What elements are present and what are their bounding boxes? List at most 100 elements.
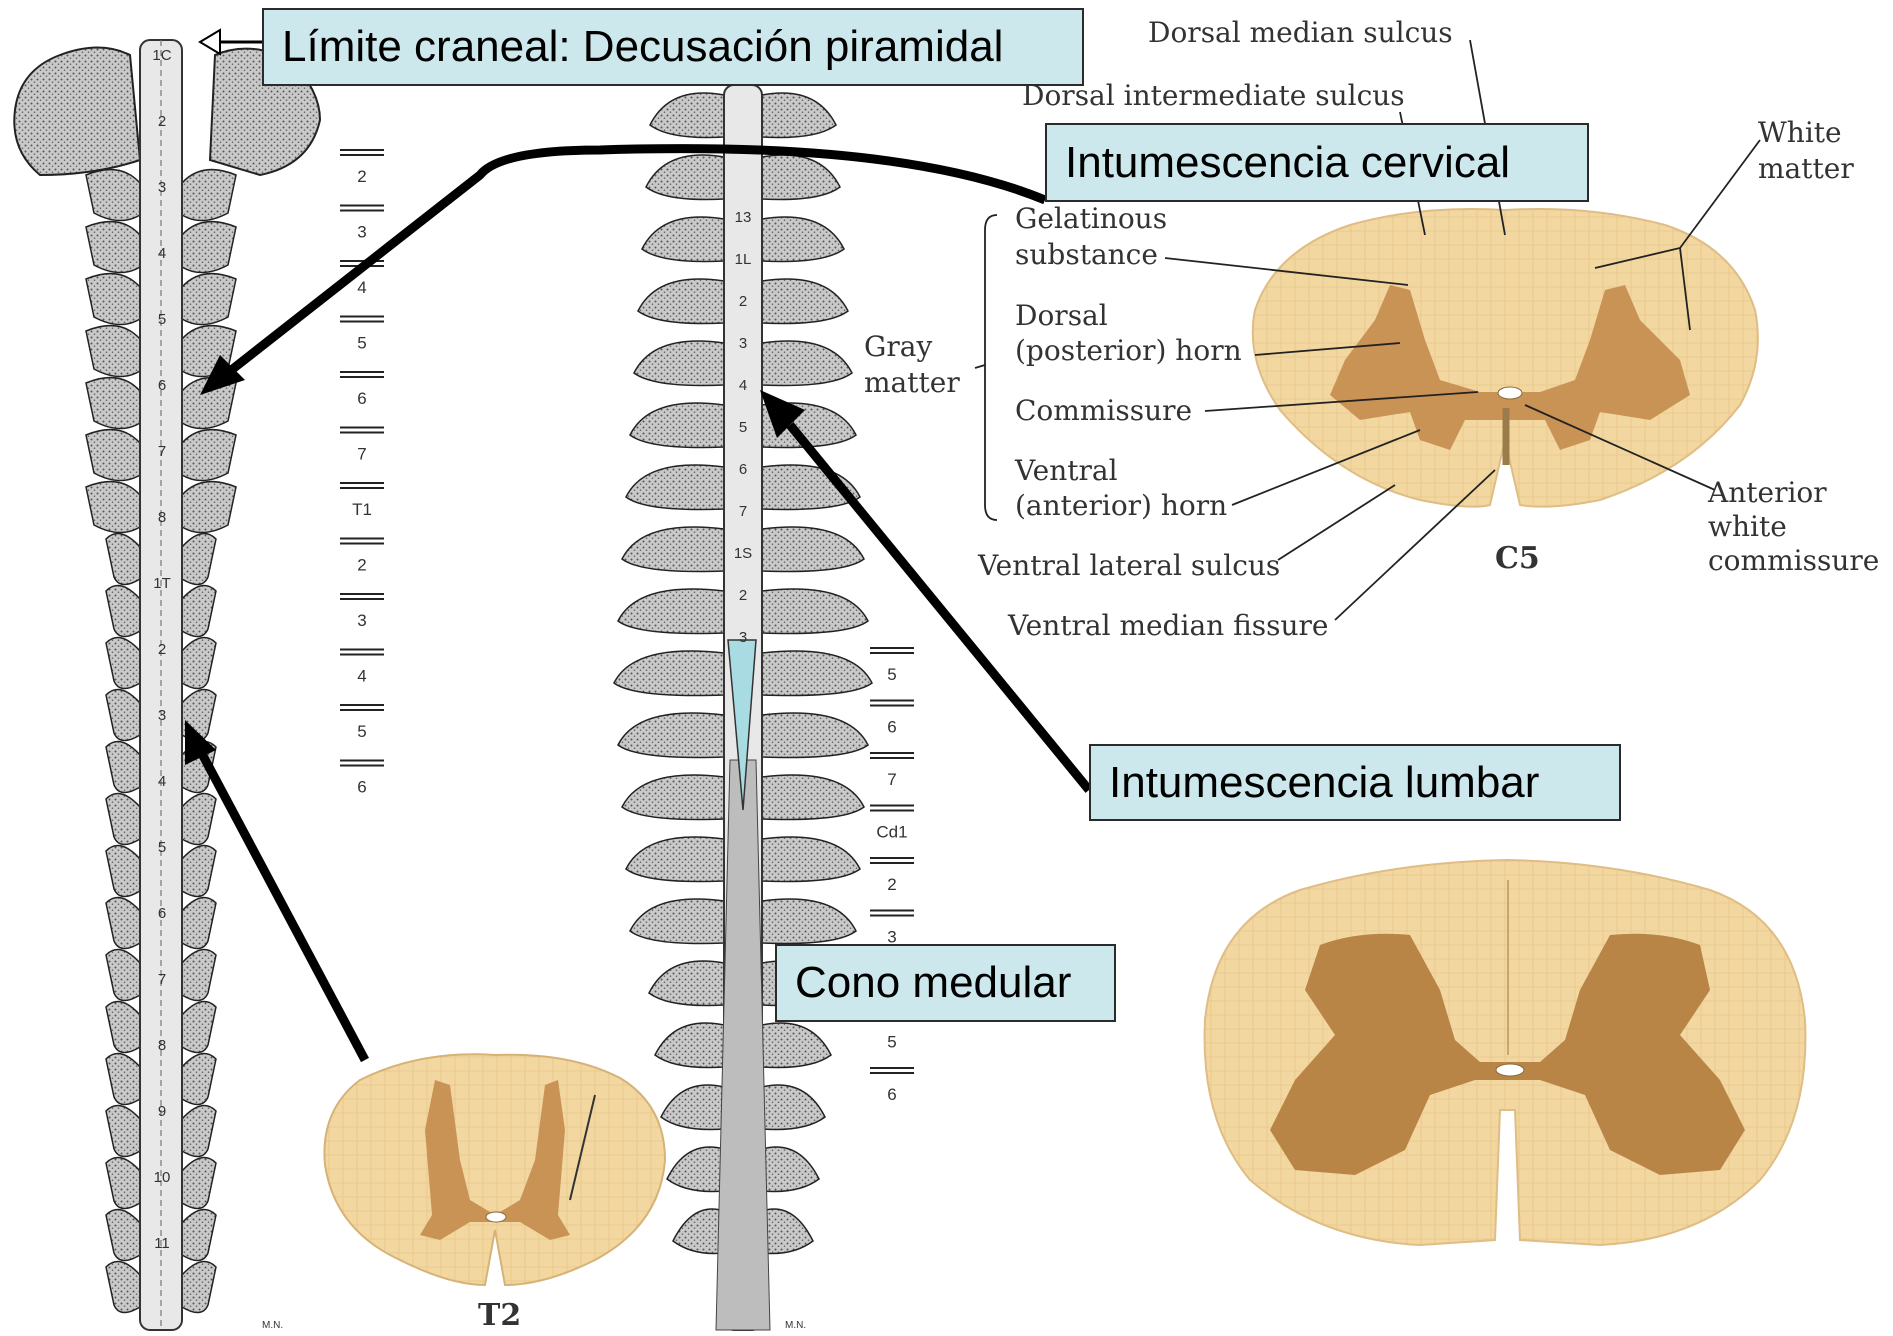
vertebra-left-half [661, 1085, 724, 1130]
vertebra-left-half [106, 586, 140, 637]
vertebra-left-half [86, 378, 140, 429]
lumbar-white-matter [1205, 860, 1806, 1245]
callout-cervical-enlargement: Intumescencia cervical [1045, 123, 1589, 202]
cord-segment-label: 10 [154, 1169, 171, 1186]
vertebra-left-half [106, 534, 140, 585]
vertebra-right-half [182, 482, 236, 533]
svg-text:Ventral lateral sulcus: Ventral lateral sulcus [977, 549, 1280, 582]
vertebra-right-half [762, 899, 856, 944]
vertebra-left-half [634, 341, 724, 386]
vertebra-right-half [182, 1106, 216, 1157]
vertebra-right-half [762, 155, 840, 200]
vertebra-right-half [762, 93, 836, 138]
svg-text:Gelatinous substance: Gelatinous substance [1015, 202, 1176, 271]
c5-title: C5 [1495, 541, 1540, 576]
cord-segment-label: 6 [158, 377, 166, 394]
vertebra-left-half [638, 279, 724, 324]
vertebra-left-half [618, 713, 724, 758]
scale-label: 6 [357, 778, 366, 797]
label-dorsal-horn-1: Dorsal [1015, 299, 1108, 332]
vertebra-right-half [182, 430, 236, 481]
cord-segment-label: 7 [739, 503, 747, 520]
vertebra-left-half [106, 742, 140, 793]
vertebra-right-half [182, 1002, 216, 1053]
middle-signature: M.N. [785, 1320, 806, 1331]
label-gelatinous-2: substance [1015, 238, 1158, 271]
vertebra-left-half [618, 589, 724, 634]
cord-segment-label: 4 [158, 773, 166, 790]
svg-text:Gray matter: Gray matter [864, 330, 960, 399]
svg-text:Dorsal (posterior) horn: Dorsal (posterior) horn [1015, 299, 1242, 367]
scale-label: 6 [887, 1085, 896, 1104]
vertebra-left-half [626, 837, 724, 882]
vertebra-right-half [762, 1209, 813, 1254]
vertebra-right-half [182, 534, 216, 585]
vertebra-right-half [182, 846, 216, 897]
vertebra-left-half [106, 1002, 140, 1053]
cord-segment-label: 5 [739, 419, 747, 436]
scale-label: 4 [357, 278, 366, 297]
vertebra-left-half [106, 1106, 140, 1157]
vertebra-right-half [762, 837, 860, 882]
vertebra-right-half [182, 638, 216, 689]
cord-segment-label: 7 [158, 971, 166, 988]
vertebra-right-half [182, 1054, 216, 1105]
scale-label: 6 [357, 389, 366, 408]
vertebra-right-half [762, 589, 868, 634]
arrow-t2-to-cord [200, 750, 365, 1060]
cord-segment-label: 3 [739, 629, 747, 646]
left-spine-illustration: 1C23456781T234567891011 M.N. [14, 40, 320, 1331]
callout-lumbar-enlargement: Intumescencia lumbar [1089, 744, 1621, 821]
scale-label: 5 [357, 334, 366, 353]
cord-segment-label: 1L [735, 251, 752, 268]
label-gray-matter-2: matter [864, 366, 960, 399]
cord-segment-label: 8 [158, 1037, 166, 1054]
vertebra-left-half [106, 950, 140, 1001]
vertebra-right-half [182, 1210, 216, 1261]
label-ventral-lateral-sulcus: Ventral lateral sulcus [977, 549, 1280, 582]
vertebra-left-half [649, 961, 724, 1006]
scale-label: 6 [887, 718, 896, 737]
vertebra-left-half [106, 1210, 140, 1261]
vertebra-right-half [182, 1158, 216, 1209]
cord-segment-label: 4 [739, 377, 747, 394]
label-ventral-horn-2: (anterior) horn [1015, 489, 1227, 522]
label-ventral-median-fissure: Ventral median fissure [1007, 609, 1328, 642]
cord-segment-label: 3 [158, 179, 166, 196]
cord-segment-label: 7 [158, 443, 166, 460]
vertebra-left-half [106, 1054, 140, 1105]
vertebra-left-half [630, 403, 724, 448]
vertebra-right-half [762, 1085, 825, 1130]
vertebra-left-half [650, 93, 724, 138]
vertebra-left-half [622, 527, 724, 572]
cord-segment-label: 8 [158, 509, 166, 526]
vertebra-right-half [762, 713, 868, 758]
svg-text:Ventral (anterior) horn: Ventral (anterior) horn [1014, 454, 1227, 522]
vertebra-right-half [762, 1147, 819, 1192]
vertebra-left-half [667, 1147, 724, 1192]
scale-label: 2 [357, 167, 366, 186]
cord-segment-label: 4 [158, 245, 166, 262]
vertebra-right-half [762, 279, 848, 324]
cord-segment-label: 5 [158, 311, 166, 328]
vertebra-right-half [762, 341, 852, 386]
vertebra-right-half [762, 651, 872, 696]
vertebra-left-half [86, 222, 140, 273]
vertebra-right-half [182, 170, 236, 221]
label-gelatinous-1: Gelatinous [1015, 202, 1167, 235]
cord-segment-label: 9 [158, 1103, 166, 1120]
scale-label: T1 [352, 500, 372, 519]
scale-label: 7 [887, 770, 896, 789]
vertebra-left-half [626, 465, 724, 510]
svg-text:Commissure: Commissure [1015, 394, 1192, 427]
vertebra-left-half [86, 326, 140, 377]
vertebra-left-half [646, 155, 724, 200]
vertebra-left-half [630, 899, 724, 944]
vertebra-right-half [182, 586, 216, 637]
vertebra-left-half [106, 898, 140, 949]
label-dorsal-median-sulcus: Dorsal median sulcus [1148, 16, 1453, 49]
vertebra-right-half [182, 794, 216, 845]
callout-cranial-limit: Límite craneal: Decusación piramidal [262, 8, 1084, 86]
scale-label: 7 [357, 445, 366, 464]
